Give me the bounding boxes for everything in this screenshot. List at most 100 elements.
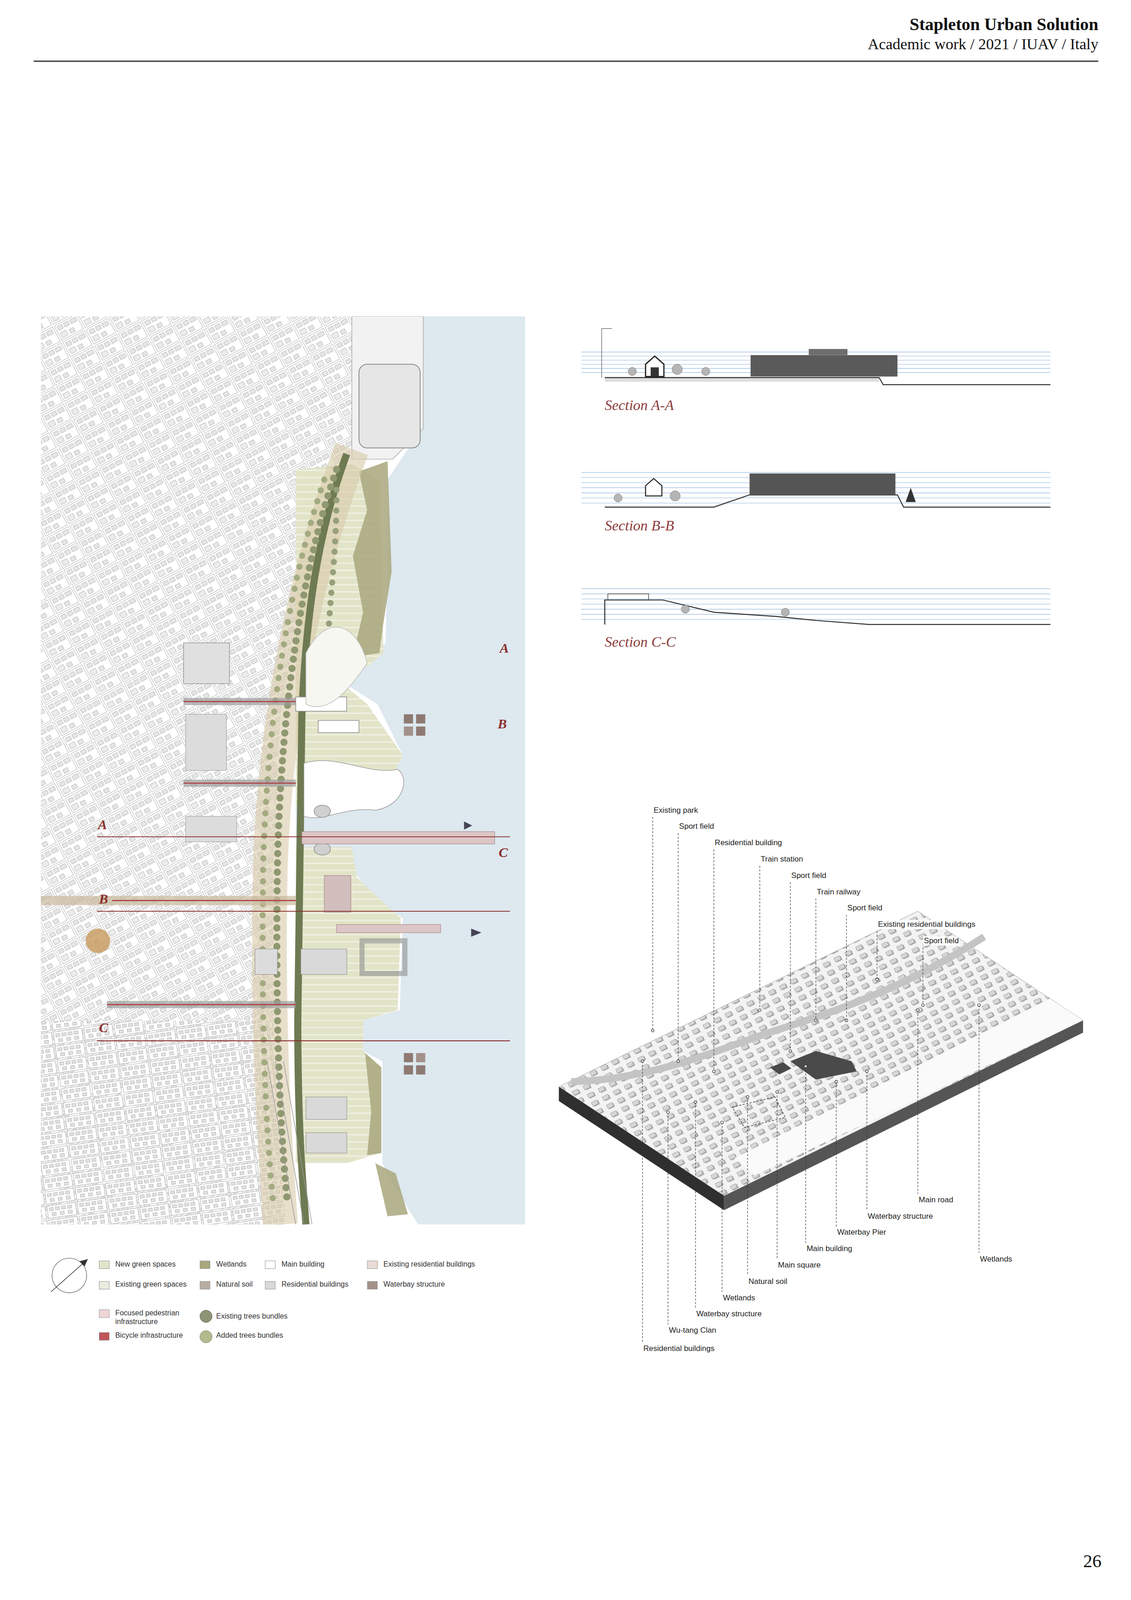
waterbay-structure bbox=[415, 1053, 426, 1063]
leader-line bbox=[678, 833, 679, 1062]
leader-line bbox=[846, 914, 847, 1021]
boat bbox=[463, 821, 473, 830]
house-icon bbox=[645, 478, 663, 496]
bicycle-lane bbox=[107, 1003, 296, 1006]
rail-lines bbox=[267, 1061, 312, 1225]
tree-bundle-symbol bbox=[199, 1330, 213, 1343]
waterbay-structure bbox=[404, 1053, 414, 1063]
callout-label: Wu-tang Clan bbox=[668, 1325, 718, 1335]
masterplan-map bbox=[40, 316, 525, 1225]
leader-line bbox=[866, 1071, 867, 1210]
pedestrian-pier bbox=[301, 831, 495, 844]
leader-dot bbox=[875, 978, 879, 981]
callout-label: Train railway bbox=[815, 887, 862, 897]
port-basin bbox=[358, 364, 421, 448]
waterbay-structure bbox=[415, 726, 426, 736]
page-number: 26 bbox=[1083, 1550, 1102, 1572]
ground-line bbox=[604, 600, 1051, 625]
legend-text: Existing trees bundles bbox=[216, 1311, 288, 1321]
waterbay-structure bbox=[404, 726, 414, 736]
level-line bbox=[581, 608, 1051, 610]
leader-dot bbox=[865, 1069, 869, 1073]
section-building bbox=[749, 473, 896, 495]
leader-dot bbox=[720, 1120, 724, 1124]
section-marker bbox=[601, 328, 602, 378]
section-marker bbox=[601, 328, 612, 329]
model-side bbox=[724, 1020, 1084, 1210]
ground-fill bbox=[604, 377, 880, 382]
legend-text: Natural soil bbox=[216, 1279, 253, 1289]
legend-text: New green spaces bbox=[115, 1259, 177, 1269]
model-main-building bbox=[769, 1062, 792, 1075]
legend-text: Existing residential buildings bbox=[383, 1259, 476, 1269]
legend-swatch bbox=[98, 1281, 110, 1290]
tree bbox=[701, 367, 711, 376]
bicycle-lane bbox=[183, 700, 296, 703]
section-building bbox=[607, 593, 649, 600]
tree bbox=[628, 367, 637, 376]
bicycle-lane bbox=[183, 782, 296, 784]
pedestrian-pier bbox=[336, 924, 441, 933]
section-building bbox=[808, 348, 848, 355]
header-rule bbox=[33, 60, 1099, 62]
section-line bbox=[96, 910, 510, 912]
main-building bbox=[303, 760, 404, 818]
callout-label: Waterbay structure bbox=[695, 1309, 763, 1319]
callout-label: Residential buildings bbox=[642, 1343, 716, 1354]
parking bbox=[183, 642, 230, 684]
callout-label: Sport field bbox=[790, 871, 828, 881]
house-door bbox=[650, 367, 659, 377]
level-line bbox=[581, 497, 1051, 499]
leader-dot bbox=[746, 1095, 749, 1099]
residential-building bbox=[185, 816, 237, 842]
level-line bbox=[581, 593, 1051, 595]
legend-text: Main building bbox=[281, 1259, 325, 1269]
callout-label: Main road bbox=[918, 1195, 955, 1205]
legend-text: Added trees bundles bbox=[216, 1330, 284, 1340]
section-building bbox=[750, 355, 898, 377]
existing-city-south bbox=[40, 1020, 286, 1225]
street-corridor bbox=[40, 895, 296, 905]
waterbay-structure bbox=[415, 1065, 426, 1075]
level-line bbox=[581, 618, 1051, 620]
leader-dot bbox=[775, 1090, 779, 1094]
callout-label: Train station bbox=[759, 854, 805, 864]
model-main-building bbox=[790, 1050, 857, 1080]
page-subtitle: Academic work / 2021 / IUAV / Italy bbox=[867, 35, 1099, 53]
leader-line bbox=[790, 881, 791, 1051]
level-line bbox=[581, 603, 1051, 605]
leader-line bbox=[713, 849, 715, 1072]
level-line bbox=[581, 598, 1051, 600]
house-icon bbox=[645, 356, 665, 377]
legend-swatch bbox=[367, 1260, 378, 1269]
legend-swatch bbox=[199, 1281, 211, 1290]
tree bbox=[672, 364, 683, 375]
map-ground bbox=[40, 316, 525, 1225]
waterbay-structure bbox=[404, 1065, 414, 1075]
legend-swatch bbox=[367, 1281, 378, 1290]
main-building-core bbox=[314, 842, 331, 856]
leader-dot bbox=[712, 1069, 716, 1073]
page-title: Stapleton Urban Solution bbox=[909, 14, 1099, 35]
section-title: Section B-B bbox=[604, 517, 675, 535]
leader-line bbox=[922, 947, 924, 1005]
section-title: Section A-A bbox=[604, 396, 674, 414]
section-letter: B bbox=[497, 715, 507, 732]
level-line bbox=[581, 588, 1051, 589]
leader-dot bbox=[977, 1003, 981, 1007]
leader-line bbox=[917, 1010, 919, 1194]
water bbox=[295, 316, 526, 1225]
callout-label: Residential building bbox=[713, 838, 783, 848]
residential-building bbox=[306, 1096, 347, 1120]
callout-label: Main square bbox=[777, 1260, 822, 1270]
legend-swatch bbox=[199, 1260, 211, 1269]
section-b-drawing bbox=[581, 472, 1051, 504]
callout-label: Sport field bbox=[678, 821, 716, 831]
leader-line bbox=[652, 816, 654, 1031]
tree bbox=[681, 605, 690, 614]
leader-line bbox=[721, 1122, 723, 1292]
callout-label: Wetlands bbox=[979, 1254, 1014, 1264]
callout-label: Sport field bbox=[923, 936, 960, 946]
